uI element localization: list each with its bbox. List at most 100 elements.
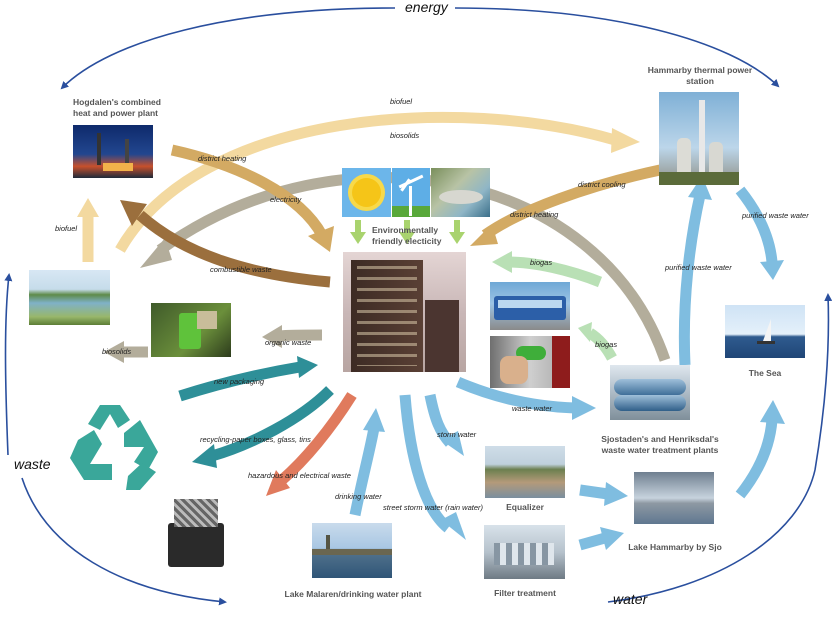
drinking-water-label: drinking water (335, 492, 382, 501)
hammarby-station-photo (659, 92, 739, 185)
bus-photo (490, 282, 570, 330)
waste-water-arrow (455, 376, 576, 414)
biofuel-top-label: biofuel (390, 97, 413, 106)
water-cycle-label: water (613, 591, 648, 607)
equalizer-to-lake-head (604, 482, 628, 506)
district-heating-right-arrow (481, 164, 662, 240)
drinking-water-head (363, 408, 385, 432)
biogas-top-arrow (507, 256, 603, 288)
biofuel-left-head (77, 198, 99, 217)
district-heating-left-arrow (170, 144, 327, 238)
district-cooling-label: district cooling (578, 180, 626, 189)
waste-water-label: waste water (512, 404, 553, 413)
filter-caption: Filter treatment (494, 588, 556, 598)
organic-waste-arrow (278, 329, 323, 342)
building-photo (343, 252, 466, 372)
lake-hammarby-photo (634, 472, 714, 524)
district-heating-right-head (470, 224, 498, 246)
street-storm-water-arrow (399, 394, 452, 533)
energy-cycle-label: energy (405, 0, 448, 15)
hydro-dam-photo (431, 168, 490, 217)
equalizer-to-lake-arrow (579, 484, 609, 500)
waste-cycle-label: waste (14, 456, 51, 472)
hazardous-head (266, 470, 290, 496)
lake-to-sea-arrow (735, 419, 778, 499)
equalizer-caption: Equalizer (506, 502, 544, 512)
recycling-label: recycling-paper boxes, glass, tins (200, 435, 311, 444)
new-packaging-head (297, 356, 318, 378)
lake-to-sea-head (760, 400, 785, 424)
solar-down-head (350, 232, 366, 244)
biofuel-left-label: biofuel (55, 224, 78, 233)
filter-to-lake-head (600, 527, 624, 550)
sea-photo (725, 305, 805, 358)
purified-water-sea-label: purified waste water (742, 211, 809, 220)
biogas-top-label: biogas (530, 258, 553, 267)
sjostaden-caption: Sjostaden's and Henriksdal's waste water… (601, 434, 719, 455)
wind-turbine-icon (392, 168, 430, 217)
new-packaging-arrow (178, 361, 301, 402)
biogas-top-head (492, 251, 512, 273)
water-cycle-arc-right (814, 293, 833, 471)
organic-waste-label: organic waste (265, 338, 312, 347)
drinking-water-arrow (349, 427, 380, 517)
district-heating-left-label: district heating (198, 154, 247, 163)
biosolids-top-head (140, 238, 172, 268)
biosolids-top-label: biosolids (390, 131, 420, 140)
recycle-icon (70, 405, 158, 490)
lake-malaren-photo (312, 523, 392, 578)
waste-water-head (572, 396, 596, 420)
combustible-waste-head (120, 200, 147, 226)
hammarby-station-caption: Hammarby thermal power station (647, 65, 753, 86)
hazardous-arrow (278, 392, 357, 485)
biosolids-left-head (104, 341, 124, 363)
biofuel-top-arrow (115, 111, 617, 253)
purified-water-sea-head (760, 260, 784, 280)
purified-water-sea-arrow (735, 186, 778, 263)
equalizer-photo (485, 446, 565, 498)
hydro-down-head (449, 232, 465, 244)
energy-cycle-arc (60, 7, 396, 90)
street-storm-water-head (441, 512, 466, 540)
new-packaging-label: new packaging (214, 377, 265, 386)
env-electricity-caption: Environmentally friendly electicity (372, 225, 442, 246)
district-heating-left-head (308, 226, 334, 252)
hogdalen-plant-photo (73, 125, 153, 178)
hazardous-waste-box-photo (166, 495, 228, 569)
storm-water-head (441, 431, 464, 456)
street-storm-water-label: street storm water (rain water) (383, 503, 484, 512)
energy-cycle-arc-right (454, 7, 780, 88)
solar-icon (342, 168, 391, 217)
purified-water-up-label: purified waste water (665, 263, 732, 272)
biogas-bottom-label: biogas (595, 340, 618, 349)
organic-waste-head (262, 325, 282, 348)
hogdalen-caption: Hogdalen's combined heat and power plant (73, 97, 161, 118)
recycling-head (192, 444, 217, 468)
combustible-waste-arrow (136, 210, 331, 288)
biogas-bottom-head (578, 322, 592, 342)
waste-cycle-arc-bottom (21, 477, 227, 606)
water-cycle-arc (607, 469, 816, 603)
treatment-plant-photo (610, 365, 690, 420)
purified-water-up-arrow (678, 193, 706, 366)
biofuel-top-head (611, 128, 640, 153)
waste-cycle-arc (4, 273, 13, 456)
organic-bin-photo (151, 303, 231, 357)
combustible-waste-label: combustible waste (210, 265, 272, 274)
purified-water-up-head (688, 176, 712, 200)
recycling-arrow (210, 386, 334, 462)
biogas-bottom-arrow (586, 328, 617, 361)
storm-water-label: storm water (437, 430, 477, 439)
electricity-label: electricity (270, 195, 302, 204)
lake-malaren-caption: Lake Malaren/drinking water plant (284, 589, 422, 599)
biogas-fuel-photo (490, 336, 570, 388)
filter-treatment-photo (484, 525, 565, 579)
sea-caption: The Sea (748, 368, 782, 378)
wetland-photo (29, 270, 110, 325)
filter-to-lake-arrow (578, 532, 607, 551)
district-heating-right-label: district heating (510, 210, 559, 219)
hazardous-label: hazardous and electrical waste (248, 471, 351, 480)
lake-hammarby-caption: Lake Hammarby by Sjo (628, 542, 722, 552)
wind-down-head (399, 232, 415, 244)
biosolids-left-label: biosolids (102, 347, 132, 356)
